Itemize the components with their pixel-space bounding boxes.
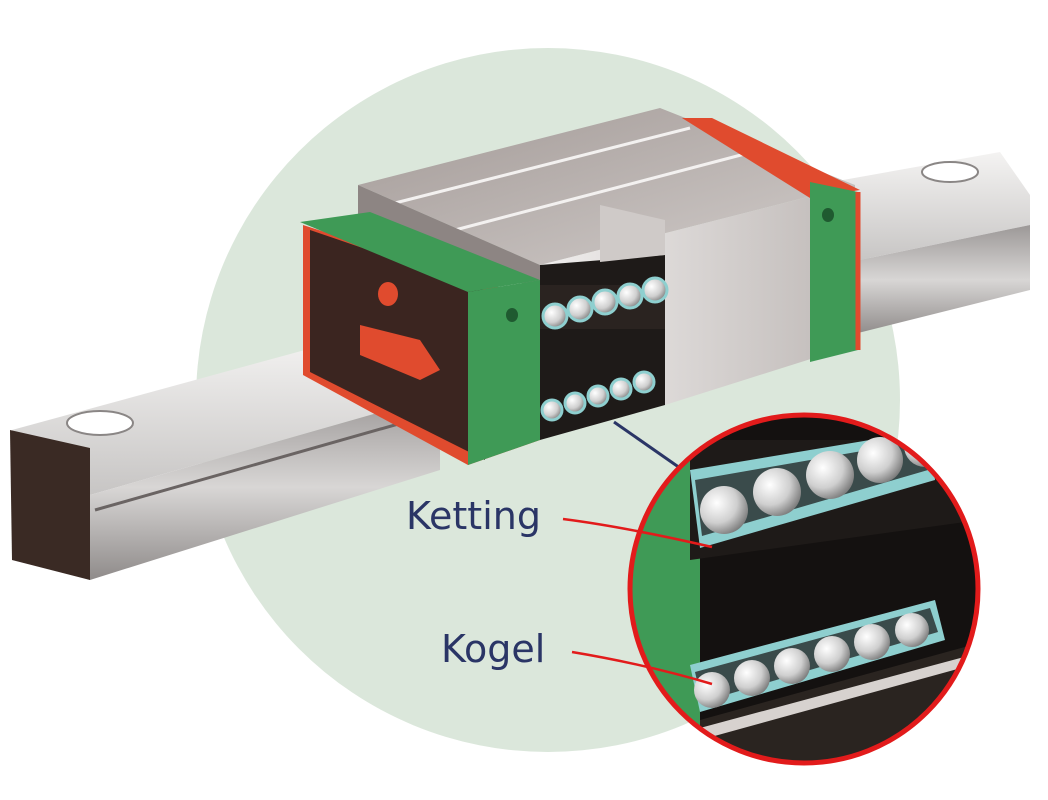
magnified-ball: [774, 648, 810, 684]
magnified-ball: [854, 624, 890, 660]
end-seal-front: [300, 212, 540, 465]
magnified-ball: [700, 486, 748, 534]
chain-label: Ketting: [406, 494, 541, 538]
pointer-line: [613, 420, 681, 470]
ball-label: Kogel: [441, 627, 546, 671]
magnifier-ring: [627, 412, 981, 766]
magnified-ball: [814, 636, 850, 672]
end-seal-rear: [682, 118, 861, 362]
chain-leader-line: [562, 517, 713, 549]
block-ball-rows: [540, 276, 669, 422]
magnified-ball: [895, 613, 929, 647]
magnified-ball: [806, 451, 854, 499]
magnified-ball: [753, 468, 801, 516]
guide-rail-far: [815, 152, 1030, 335]
ball-leader-line: [571, 650, 713, 686]
magnified-ball: [734, 660, 770, 696]
magnified-ball: [694, 672, 730, 708]
magnified-ball: [857, 437, 903, 483]
